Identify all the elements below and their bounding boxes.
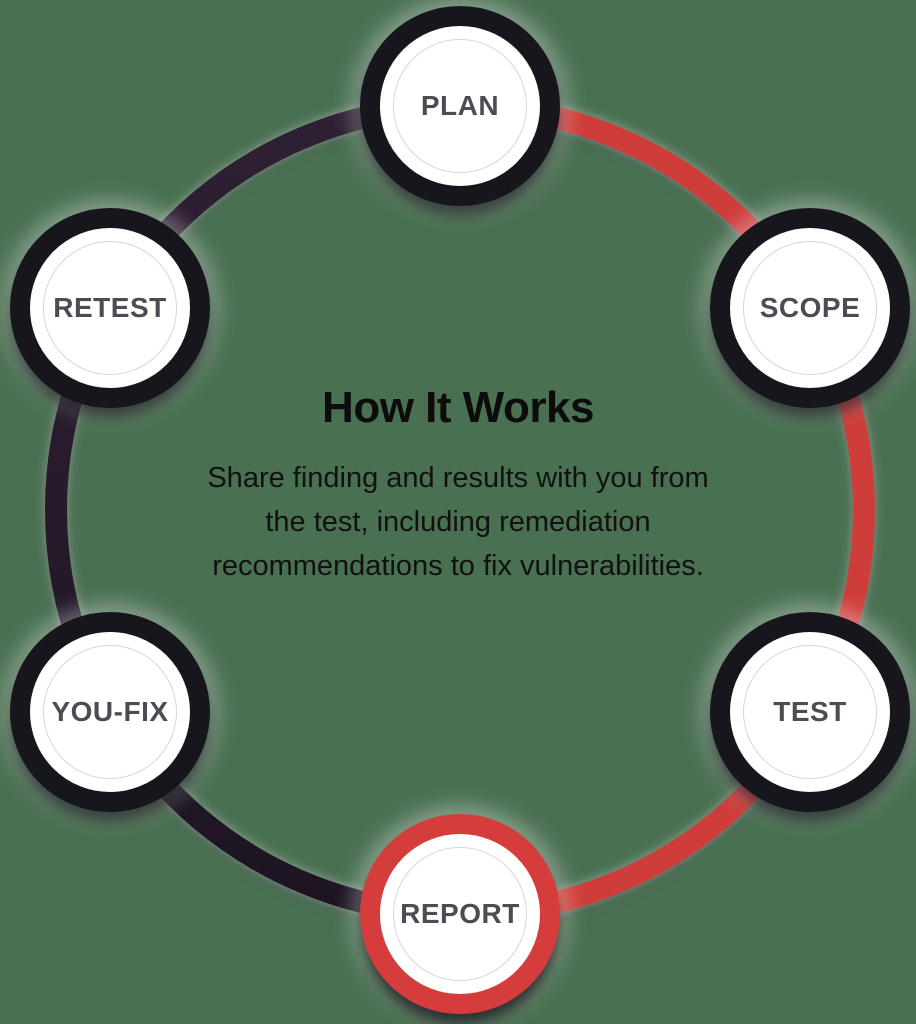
node-you-fix-label: YOU-FIX [51, 696, 169, 727]
node-scope-label: SCOPE [759, 292, 861, 323]
description-line-2: the test, including remediation [265, 506, 651, 538]
node-plan: PLAN [360, 6, 560, 206]
center-text-block: How It Works Share finding and results w… [128, 382, 788, 588]
ring-arc-red [459, 95, 875, 925]
node-test: TEST [710, 612, 910, 812]
node-report-label: REPORT [400, 898, 520, 929]
ring-arc-dark [45, 95, 461, 925]
node-inner-ring [393, 39, 527, 173]
node-inner-ring [393, 847, 527, 981]
diagram-description: Share finding and results with you from … [128, 456, 788, 588]
node-report: REPORT [360, 814, 560, 1014]
node-retest-label: RETEST [53, 292, 167, 323]
description-line-1: Share finding and results with you from [207, 462, 709, 494]
diagram-title: How It Works [322, 383, 594, 432]
node-retest: RETEST [10, 208, 210, 408]
description-line-3: recommendations to fix vulnerabilities. [212, 550, 704, 582]
node-scope: SCOPE [710, 208, 910, 408]
node-inner-ring [43, 241, 177, 375]
node-test-label: TEST [773, 696, 847, 727]
node-plan-label: PLAN [420, 90, 500, 121]
node-inner-ring [743, 645, 877, 779]
node-inner-ring [743, 241, 877, 375]
node-inner-ring [43, 645, 177, 779]
node-you-fix: YOU-FIX [10, 612, 210, 812]
